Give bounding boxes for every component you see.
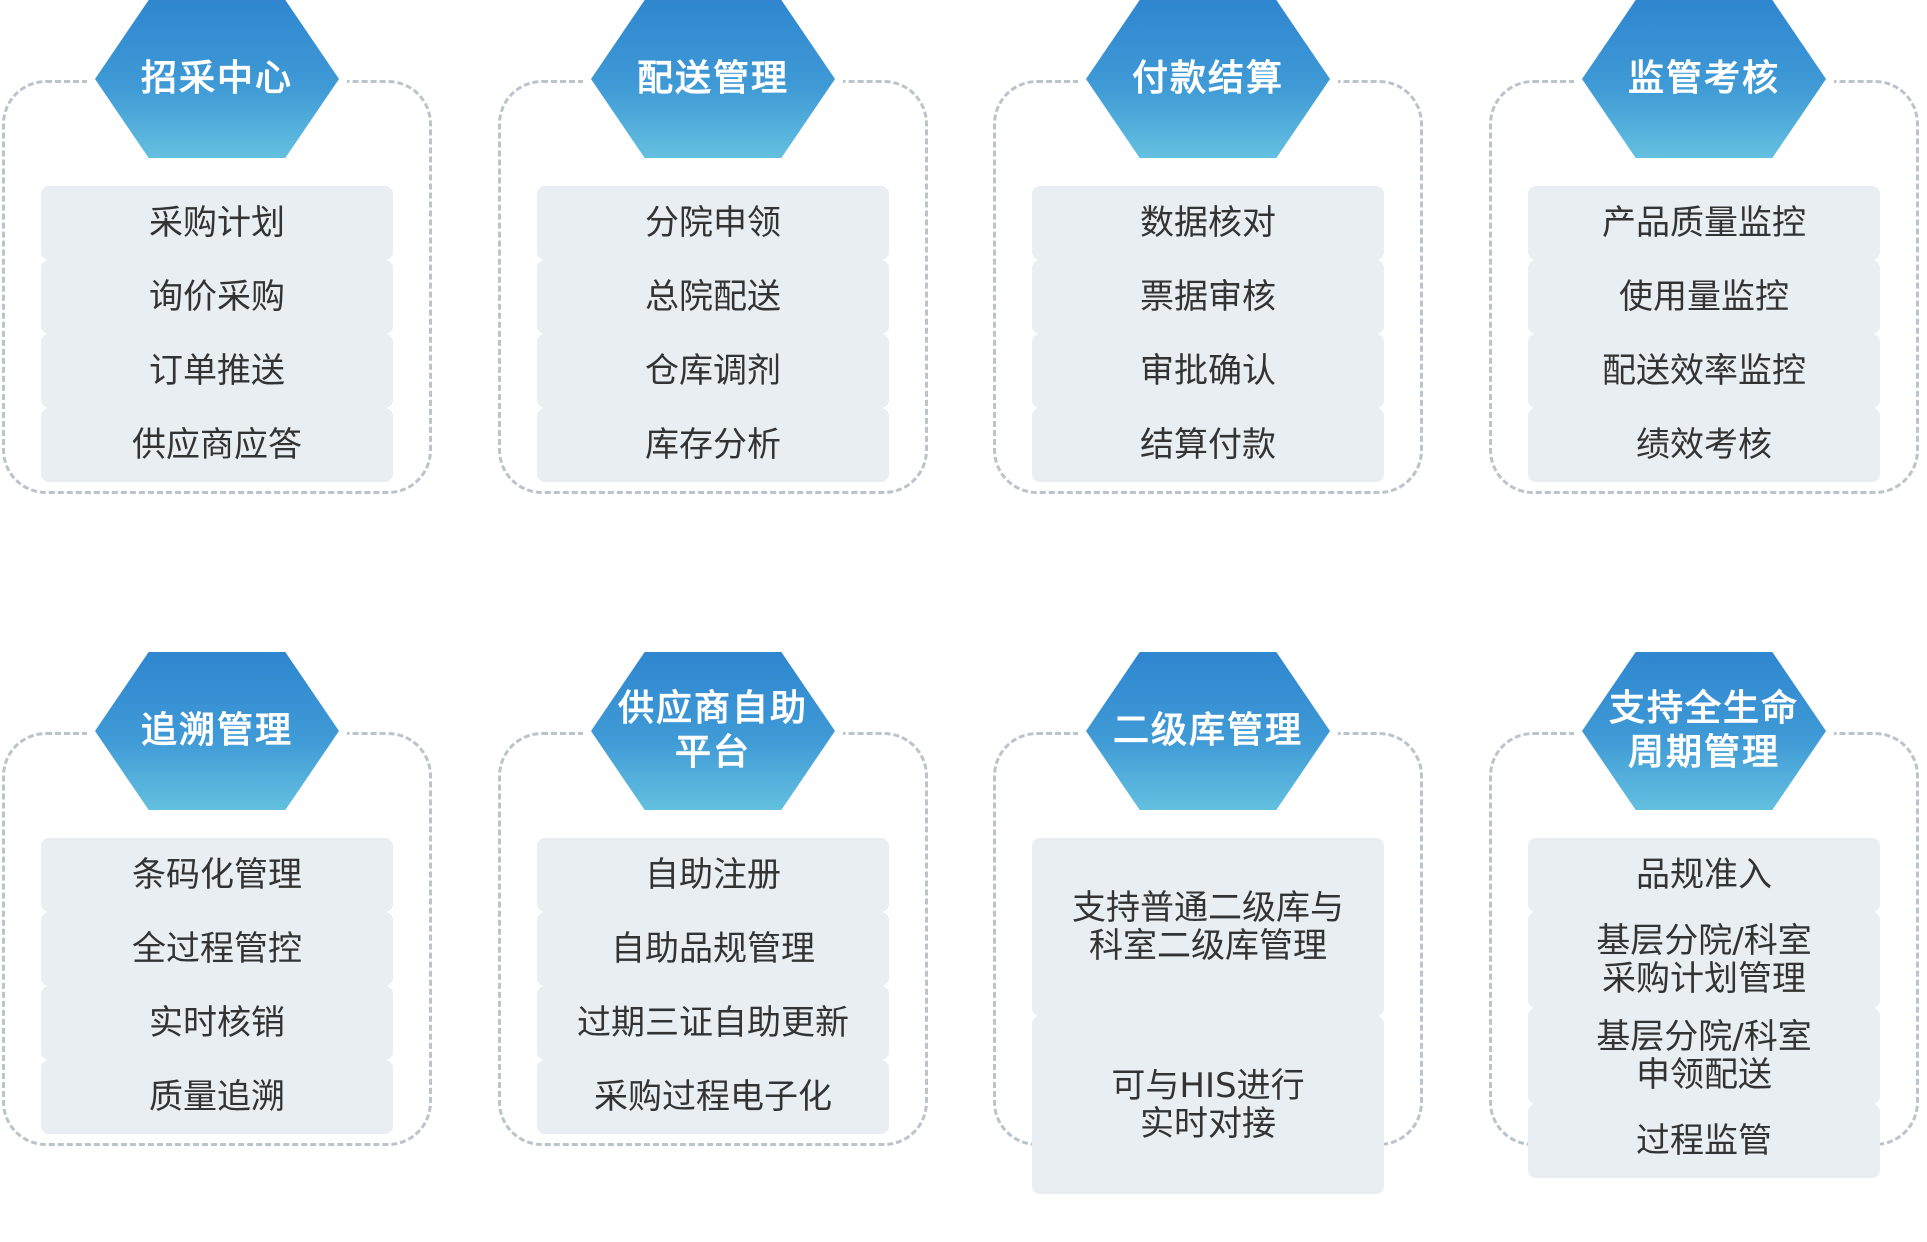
module-title: 监管考核 bbox=[1627, 58, 1780, 99]
feature-item: 分院申领 bbox=[537, 186, 889, 260]
feature-item: 票据审核 bbox=[1032, 260, 1384, 334]
hexagon-header: 追溯管理 bbox=[87, 652, 347, 812]
hexagon-badge: 招采中心 bbox=[95, 0, 339, 158]
feature-item: 使用量监控 bbox=[1528, 260, 1880, 334]
module-card: 二级库管理 支持普通二级库与 科室二级库管理 可与HIS进行 实时对接 bbox=[991, 652, 1425, 1194]
hexagon-badge: 支持全生命 周期管理 bbox=[1582, 652, 1826, 810]
module-title: 追溯管理 bbox=[140, 710, 293, 751]
feature-item: 实时核销 bbox=[41, 986, 393, 1060]
feature-list: 支持普通二级库与 科室二级库管理 可与HIS进行 实时对接 bbox=[1032, 838, 1384, 1194]
feature-item: 基层分院/科室 采购计划管理 bbox=[1528, 912, 1880, 1008]
feature-item: 过期三证自助更新 bbox=[537, 986, 889, 1060]
feature-item: 采购计划 bbox=[41, 186, 393, 260]
feature-item: 采购过程电子化 bbox=[537, 1060, 889, 1134]
feature-list: 数据核对 票据审核 审批确认 结算付款 bbox=[1032, 186, 1384, 482]
module-card: 监管考核 产品质量监控 使用量监控 配送效率监控 绩效考核 bbox=[1487, 0, 1921, 500]
module-title: 招采中心 bbox=[140, 58, 293, 99]
feature-list: 产品质量监控 使用量监控 配送效率监控 绩效考核 bbox=[1528, 186, 1880, 482]
feature-list: 条码化管理 全过程管控 实时核销 质量追溯 bbox=[41, 838, 393, 1134]
module-title: 供应商自助 平台 bbox=[617, 688, 808, 773]
feature-item: 订单推送 bbox=[41, 334, 393, 408]
module-title: 配送管理 bbox=[636, 58, 789, 99]
hexagon-header: 配送管理 bbox=[583, 0, 843, 160]
feature-item: 供应商应答 bbox=[41, 408, 393, 482]
feature-list: 分院申领 总院配送 仓库调剂 库存分析 bbox=[537, 186, 889, 482]
feature-item: 仓库调剂 bbox=[537, 334, 889, 408]
feature-item: 自助品规管理 bbox=[537, 912, 889, 986]
module-card: 追溯管理 条码化管理 全过程管控 实时核销 质量追溯 bbox=[0, 652, 434, 1152]
feature-item: 全过程管控 bbox=[41, 912, 393, 986]
module-title: 支持全生命 周期管理 bbox=[1608, 688, 1799, 773]
feature-item: 总院配送 bbox=[537, 260, 889, 334]
feature-item: 条码化管理 bbox=[41, 838, 393, 912]
hexagon-header: 二级库管理 bbox=[1078, 652, 1338, 812]
feature-list: 自助注册 自助品规管理 过期三证自助更新 采购过程电子化 bbox=[537, 838, 889, 1134]
feature-item: 询价采购 bbox=[41, 260, 393, 334]
feature-item: 结算付款 bbox=[1032, 408, 1384, 482]
feature-item: 自助注册 bbox=[537, 838, 889, 912]
hexagon-header: 供应商自助 平台 bbox=[583, 652, 843, 812]
module-title: 二级库管理 bbox=[1112, 710, 1303, 751]
module-card: 支持全生命 周期管理 品规准入 基层分院/科室 采购计划管理 基层分院/科室 申… bbox=[1487, 652, 1921, 1178]
feature-list: 采购计划 询价采购 订单推送 供应商应答 bbox=[41, 186, 393, 482]
feature-item: 数据核对 bbox=[1032, 186, 1384, 260]
feature-item: 过程监管 bbox=[1528, 1104, 1880, 1178]
feature-item: 配送效率监控 bbox=[1528, 334, 1880, 408]
module-card: 招采中心 采购计划 询价采购 订单推送 供应商应答 bbox=[0, 0, 434, 500]
hexagon-header: 支持全生命 周期管理 bbox=[1574, 652, 1834, 812]
feature-list: 品规准入 基层分院/科室 采购计划管理 基层分院/科室 申领配送 过程监管 bbox=[1528, 838, 1880, 1178]
hexagon-badge: 二级库管理 bbox=[1086, 652, 1330, 810]
hexagon-header: 监管考核 bbox=[1574, 0, 1834, 160]
feature-item: 质量追溯 bbox=[41, 1060, 393, 1134]
hexagon-header: 招采中心 bbox=[87, 0, 347, 160]
feature-item: 基层分院/科室 申领配送 bbox=[1528, 1008, 1880, 1104]
feature-item: 可与HIS进行 实时对接 bbox=[1032, 1016, 1384, 1194]
module-title: 付款结算 bbox=[1131, 58, 1284, 99]
hexagon-badge: 供应商自助 平台 bbox=[591, 652, 835, 810]
feature-item: 产品质量监控 bbox=[1528, 186, 1880, 260]
feature-item: 支持普通二级库与 科室二级库管理 bbox=[1032, 838, 1384, 1016]
module-card: 配送管理 分院申领 总院配送 仓库调剂 库存分析 bbox=[496, 0, 930, 500]
feature-item: 审批确认 bbox=[1032, 334, 1384, 408]
hexagon-badge: 监管考核 bbox=[1582, 0, 1826, 158]
hexagon-badge: 追溯管理 bbox=[95, 652, 339, 810]
hexagon-badge: 配送管理 bbox=[591, 0, 835, 158]
feature-item: 绩效考核 bbox=[1528, 408, 1880, 482]
hexagon-badge: 付款结算 bbox=[1086, 0, 1330, 158]
feature-item: 品规准入 bbox=[1528, 838, 1880, 912]
hexagon-header: 付款结算 bbox=[1078, 0, 1338, 160]
feature-item: 库存分析 bbox=[537, 408, 889, 482]
module-card: 供应商自助 平台 自助注册 自助品规管理 过期三证自助更新 采购过程电子化 bbox=[496, 652, 930, 1152]
module-card: 付款结算 数据核对 票据审核 审批确认 结算付款 bbox=[991, 0, 1425, 500]
